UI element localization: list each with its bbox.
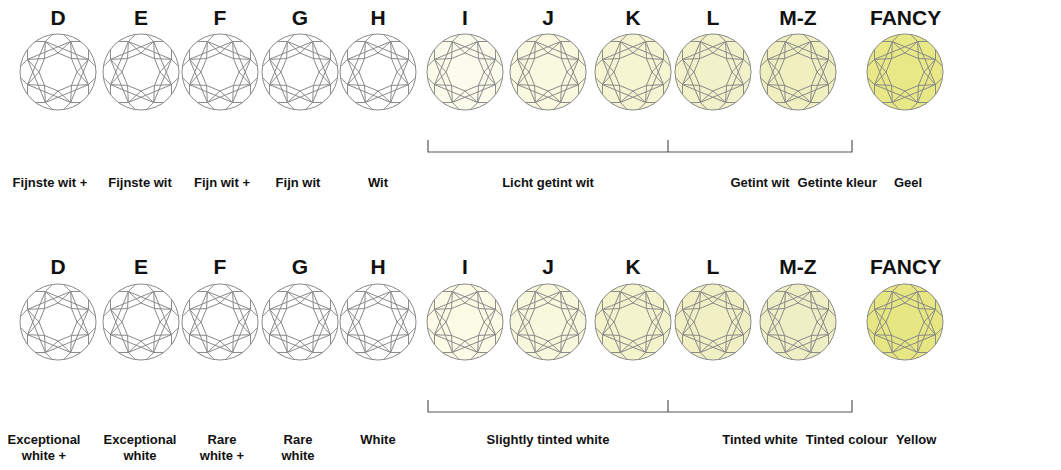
color-grade: F xyxy=(185,5,255,31)
diamond-shape xyxy=(182,34,258,110)
diamond-shape xyxy=(262,284,338,360)
diamond-shape xyxy=(20,284,96,360)
color-grade: D xyxy=(23,5,93,31)
grade-name: Getint wit xyxy=(710,175,810,191)
diamond-shape xyxy=(867,284,943,360)
diamond-shape xyxy=(867,34,943,110)
color-grade: M-Z xyxy=(763,5,833,31)
diamond-facets xyxy=(867,34,943,110)
diamond-facets xyxy=(595,34,671,110)
diamond-shape xyxy=(595,34,671,110)
color-grade: G xyxy=(265,254,335,280)
color-grade: J xyxy=(513,5,583,31)
diamond-facets xyxy=(427,34,503,110)
diamond-facets xyxy=(510,34,586,110)
diamond-shape xyxy=(675,284,751,360)
grade-name: Slightly tinted white xyxy=(463,432,633,448)
grade-name: Fijnste wit xyxy=(98,175,182,191)
grade-name: Tinted colour xyxy=(797,432,897,448)
diamond-facets xyxy=(675,284,751,360)
grade-name: Geel xyxy=(878,175,938,191)
diamond-shape xyxy=(20,34,96,110)
diamond-shape xyxy=(427,34,503,110)
diamond-facets xyxy=(867,284,943,360)
color-grade: G xyxy=(265,5,335,31)
diamond-shape xyxy=(595,284,671,360)
color-grade: I xyxy=(430,5,500,31)
diamond-facets xyxy=(182,34,258,110)
diamond-facets xyxy=(262,34,338,110)
color-grade: M-Z xyxy=(763,254,833,280)
grade-name: Licht getint wit xyxy=(468,175,628,191)
grade-name: Yellow xyxy=(886,432,946,448)
diamond-facets xyxy=(20,284,96,360)
color-grade: L xyxy=(678,5,748,31)
color-grade: J xyxy=(513,254,583,280)
color-grade: E xyxy=(106,254,176,280)
color-grade: L xyxy=(678,254,748,280)
diamond-shape xyxy=(262,34,338,110)
color-grade: H xyxy=(343,5,413,31)
color-grade: FANCY xyxy=(870,254,940,280)
diamond-facets xyxy=(595,284,671,360)
diamond-facets xyxy=(103,34,179,110)
color-grade: FANCY xyxy=(870,5,940,31)
grade-name: Exceptional white + xyxy=(4,432,84,465)
color-grade: K xyxy=(598,254,668,280)
grade-name: Rare white xyxy=(270,432,326,465)
grade-name: Getinte kleur xyxy=(787,175,887,191)
color-grade: K xyxy=(598,5,668,31)
diamond-shape xyxy=(510,34,586,110)
diamond-facets xyxy=(427,284,503,360)
grade-name: Tinted white xyxy=(710,432,810,448)
diamond-facets xyxy=(103,284,179,360)
diamond-facets xyxy=(675,34,751,110)
diamond-shape xyxy=(340,284,416,360)
color-grade: H xyxy=(343,254,413,280)
bracket xyxy=(428,140,852,412)
diamond-shape xyxy=(760,284,836,360)
color-grade: D xyxy=(23,254,93,280)
diamond-facets xyxy=(262,284,338,360)
grade-name: Fijn wit + xyxy=(184,175,260,191)
diamond-shape xyxy=(427,284,503,360)
grade-name: Rare white + xyxy=(194,432,250,465)
diamond-shape xyxy=(340,34,416,110)
color-grade: E xyxy=(106,5,176,31)
diamond-facets xyxy=(510,284,586,360)
diamond-shape xyxy=(675,34,751,110)
diamond-shape xyxy=(103,284,179,360)
diamond-shape xyxy=(103,34,179,110)
diamond-shape xyxy=(510,284,586,360)
diamond-shape xyxy=(760,34,836,110)
diamond-facets xyxy=(340,284,416,360)
grade-name: Exceptional white xyxy=(100,432,180,465)
color-grade: I xyxy=(430,254,500,280)
diamond-facets xyxy=(182,284,258,360)
diamond-facets xyxy=(340,34,416,110)
color-grade: F xyxy=(185,254,255,280)
diamond-facets xyxy=(760,34,836,110)
grade-name: Fijn wit xyxy=(260,175,336,191)
diamond-facets xyxy=(760,284,836,360)
grade-name: White xyxy=(348,432,408,448)
diamond-facets xyxy=(20,34,96,110)
grade-name: Wit xyxy=(348,175,408,191)
diamond-shape xyxy=(182,284,258,360)
grade-name: Fijnste wit + xyxy=(8,175,92,191)
